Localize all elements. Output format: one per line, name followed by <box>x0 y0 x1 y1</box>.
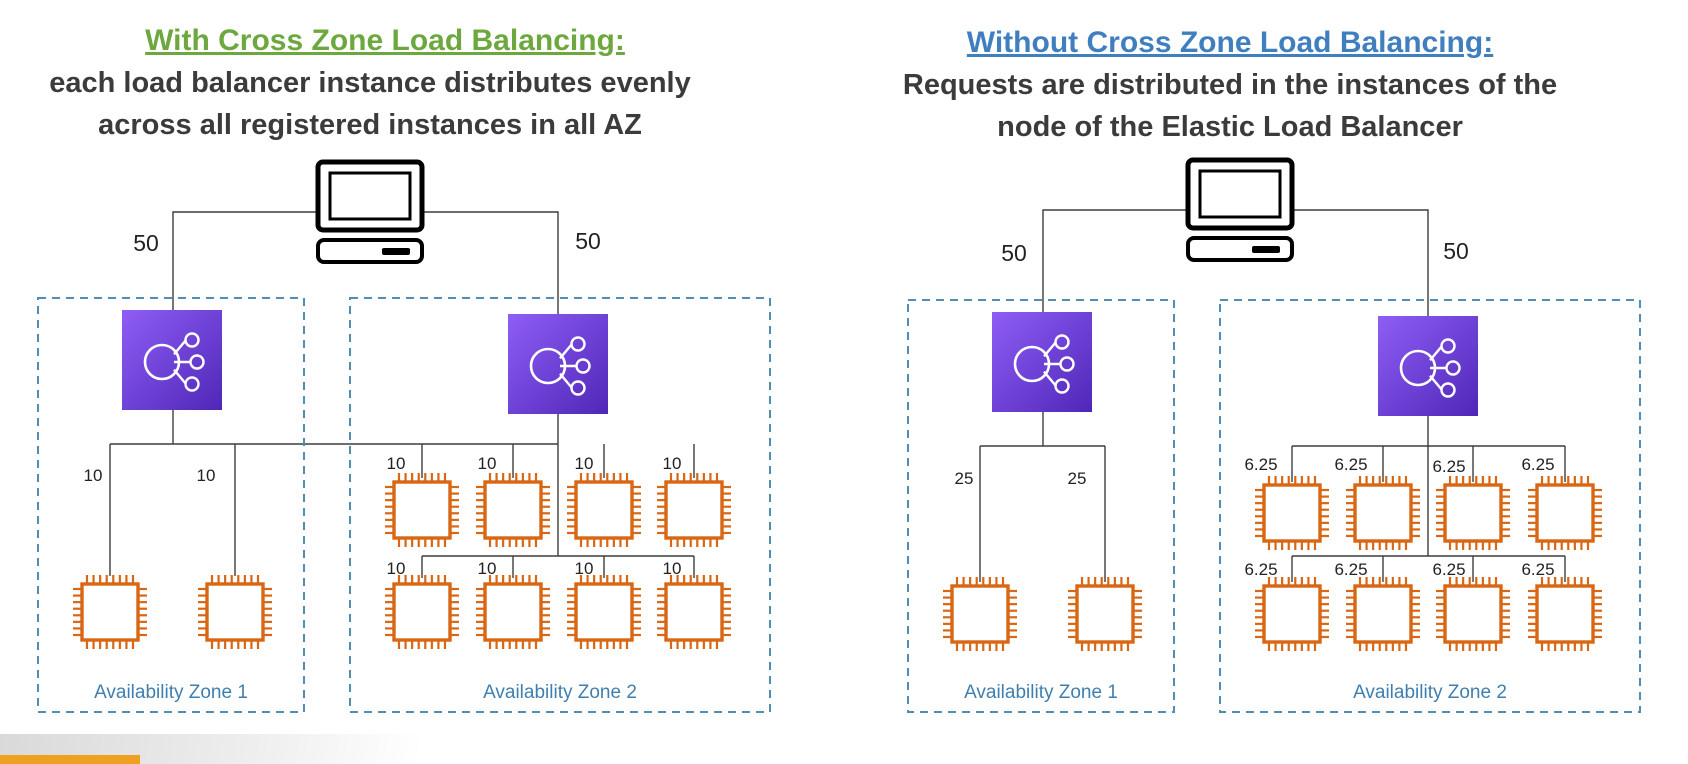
left-az1-weight-1: 10 <box>84 466 103 485</box>
right-heading: Without Cross Zone Load Balancing: <box>966 26 1494 59</box>
left-az1-weight-2: 10 <box>197 466 216 485</box>
right-az1-instance-2-icon <box>1068 577 1142 651</box>
right-availability-zone-2 <box>1219 299 1641 713</box>
right-az2-instance-6-icon <box>1346 577 1420 651</box>
left-availability-zone-2 <box>349 297 771 713</box>
left-availability-zone-1 <box>37 297 305 713</box>
right-az2-weight-5: 6.25 <box>1244 560 1277 579</box>
right-elb-zone2-icon <box>1378 316 1478 416</box>
left-az2-instance-4-icon <box>657 473 731 547</box>
left-availability-zone-2-label: Availability Zone 2 <box>483 682 637 703</box>
right-az2-weight-7: 6.25 <box>1432 560 1465 579</box>
right-client-to-elb2-wire <box>1292 209 1429 316</box>
left-client-weight-1: 50 <box>133 230 159 256</box>
right-az2-weight-3: 6.25 <box>1432 457 1465 476</box>
left-client-to-elb1-wire <box>172 211 318 310</box>
right-client-to-elb1-wire <box>1042 209 1188 312</box>
right-az2-weight-6: 6.25 <box>1334 560 1367 579</box>
right-client-weight-2: 50 <box>1443 238 1469 264</box>
left-az2-instance-7-icon <box>567 575 641 649</box>
left-az2-weight-2: 10 <box>478 454 497 473</box>
left-az2-instance-2-icon <box>476 473 550 547</box>
right-az1-instance-1-icon <box>943 577 1017 651</box>
right-availability-zone-1-label: Availability Zone 1 <box>964 682 1118 703</box>
right-az2-instance-4-icon <box>1528 476 1602 550</box>
right-az2-instance-3-icon <box>1436 476 1510 550</box>
right-az2-instance-2-icon <box>1346 476 1420 550</box>
right-availability-zone-2-label: Availability Zone 2 <box>1353 682 1507 703</box>
left-az2-instance-1-icon <box>385 473 459 547</box>
right-elb-zone1-icon <box>992 312 1092 412</box>
left-az2-instance-8-icon <box>657 575 731 649</box>
right-availability-zone-1 <box>907 299 1175 713</box>
right-az2-instance-7-icon <box>1436 577 1510 651</box>
left-az2-weight-5: 10 <box>387 559 406 578</box>
right-az1-weight-1: 25 <box>955 469 974 488</box>
left-az2-weight-1: 10 <box>387 454 406 473</box>
right-az1-weight-2: 25 <box>1068 469 1087 488</box>
footer-accent-orange <box>0 755 140 764</box>
left-client-weight-2: 50 <box>575 228 601 254</box>
left-heading: With Cross Zone Load Balancing: <box>145 24 625 57</box>
right-az2-instance-1-icon <box>1255 476 1329 550</box>
left-az2-weight-8: 10 <box>663 559 682 578</box>
left-az2-weight-3: 10 <box>575 454 594 473</box>
right-subheading-line1: Requests are distributed in the instance… <box>902 69 1558 101</box>
left-az1-instance-1-icon <box>73 575 147 649</box>
left-az2-instance-5-icon <box>385 575 459 649</box>
right-client-weight-1: 50 <box>1001 240 1027 266</box>
left-client-computer-icon <box>315 159 425 264</box>
left-elb-zone2-icon <box>508 314 608 414</box>
right-az2-weight-4: 6.25 <box>1521 455 1554 474</box>
right-az2-weight-2: 6.25 <box>1334 455 1367 474</box>
left-az2-instance-6-icon <box>476 575 550 649</box>
right-az2-weight-1: 6.25 <box>1244 455 1277 474</box>
left-subheading-line2: across all registered instances in all A… <box>98 109 642 141</box>
left-az2-weight-6: 10 <box>478 559 497 578</box>
left-az2-weight-7: 10 <box>575 559 594 578</box>
right-az2-instance-8-icon <box>1528 577 1602 651</box>
right-az2-weight-8: 6.25 <box>1521 560 1554 579</box>
left-az2-weight-4: 10 <box>663 454 682 473</box>
left-client-to-elb2-wire <box>422 211 559 314</box>
right-az2-instance-5-icon <box>1255 577 1329 651</box>
right-client-computer-icon <box>1185 157 1295 262</box>
left-availability-zone-1-label: Availability Zone 1 <box>94 682 248 703</box>
left-az2-instance-3-icon <box>567 473 641 547</box>
left-elb-zone1-icon <box>122 310 222 410</box>
left-az1-instance-2-icon <box>198 575 272 649</box>
right-subheading-line2: node of the Elastic Load Balancer <box>997 111 1463 143</box>
left-subheading-line1: each load balancer instance distributes … <box>49 67 691 99</box>
